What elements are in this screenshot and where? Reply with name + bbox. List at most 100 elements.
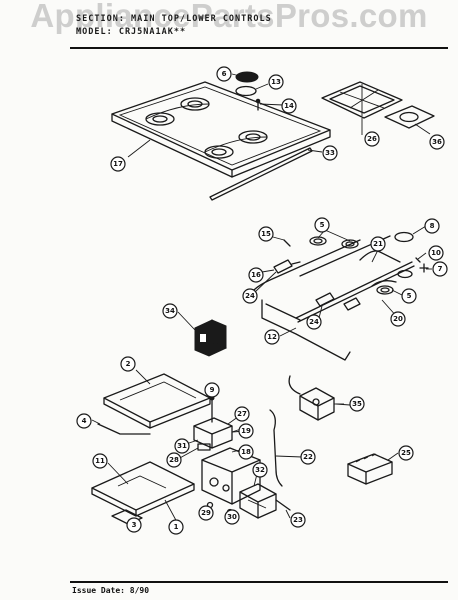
callout-label: 9 (210, 386, 215, 394)
lower-control-panel (103, 373, 211, 429)
callout-label: 6 (222, 70, 227, 78)
callout-label: 21 (373, 240, 383, 248)
callout-14: 14 (281, 98, 297, 114)
safety-valve (239, 483, 291, 519)
callout-33: 33 (322, 145, 338, 161)
callout-28: 28 (166, 452, 182, 468)
burner-grate (321, 81, 403, 119)
callout-label: 11 (95, 457, 105, 465)
callout-27: 27 (234, 406, 250, 422)
callout-13: 13 (268, 74, 284, 90)
callout-label: 33 (325, 149, 335, 157)
callout-label: 18 (241, 448, 251, 456)
watermark: AppliancePartsPros.com (30, 0, 428, 34)
callout-17: 17 (110, 156, 126, 172)
screw (255, 98, 261, 111)
callout-label: 2 (126, 360, 131, 368)
cooktop-main-top (111, 81, 331, 178)
orifice-fittings (273, 259, 361, 311)
terminal-block (347, 453, 393, 485)
callout-8: 8 (424, 218, 440, 234)
callout-label: 22 (303, 453, 313, 461)
callout-3: 3 (126, 517, 142, 533)
callout-label: 3 (132, 521, 137, 529)
callout-26: 26 (364, 131, 380, 147)
callout-label: 29 (201, 509, 211, 517)
callout-label: 15 (261, 230, 271, 238)
callout-label: 24 (245, 292, 255, 300)
bracket (97, 423, 151, 435)
callout-5: 5 (314, 217, 330, 233)
callout-label: 4 (82, 417, 87, 425)
header-rule (70, 47, 448, 49)
clock-timer (288, 375, 344, 421)
callout-24: 24 (242, 288, 258, 304)
callout-5: 5 (401, 288, 417, 304)
callout-9: 9 (204, 382, 220, 398)
callout-label: 10 (431, 249, 441, 257)
mounting-bracket (111, 509, 143, 525)
callout-label: 31 (177, 442, 187, 450)
gasket-ring (394, 231, 414, 243)
callout-label: 5 (320, 221, 325, 229)
callout-label: 28 (169, 456, 179, 464)
model-number: MODEL: CRJ5NA1AK** (76, 27, 187, 37)
gas-manifold-assembly (245, 235, 415, 361)
capillary-tube (269, 409, 283, 487)
callout-2: 2 (120, 356, 136, 372)
callout-16: 16 (248, 267, 264, 283)
callout-1: 1 (168, 519, 184, 535)
callout-label: 5 (407, 292, 412, 300)
callout-22: 22 (300, 449, 316, 465)
callout-label: 30 (227, 513, 237, 521)
burner-cap (235, 71, 259, 97)
callout-label: 17 (113, 160, 123, 168)
callout-label: 24 (309, 318, 319, 326)
callout-label: 25 (401, 449, 411, 457)
callout-label: 14 (284, 102, 294, 110)
callout-32: 32 (252, 462, 268, 478)
callout-7: 7 (432, 261, 448, 277)
callout-21: 21 (370, 236, 386, 252)
screw-10 (415, 257, 421, 263)
callout-label: 20 (393, 315, 403, 323)
callout-30: 30 (224, 509, 240, 525)
callout-34: 34 (162, 303, 178, 319)
callout-11: 11 (92, 453, 108, 469)
oven-valve-cluster (193, 417, 245, 451)
callout-20: 20 (390, 311, 406, 327)
callout-label: 36 (432, 138, 442, 146)
callout-24: 24 (306, 314, 322, 330)
callout-label: 16 (251, 271, 261, 279)
callout-label: 35 (352, 400, 362, 408)
callout-label: 27 (237, 410, 247, 418)
burner-pan (384, 105, 435, 129)
callout-label: 23 (293, 516, 303, 524)
callout-35: 35 (349, 396, 365, 412)
callout-label: 1 (174, 523, 179, 531)
callout-label: 13 (271, 78, 281, 86)
burner-valves (309, 236, 413, 295)
callout-15: 15 (258, 226, 274, 242)
section-title: SECTION: MAIN TOP/LOWER CONTROLS (76, 14, 272, 24)
callout-label: 7 (438, 265, 443, 273)
callout-4: 4 (76, 413, 92, 429)
callout-23: 23 (290, 512, 306, 528)
igniter-module (194, 319, 227, 357)
callout-25: 25 (398, 445, 414, 461)
callout-29: 29 (198, 505, 214, 521)
callout-label: 26 (367, 135, 377, 143)
callout-31: 31 (174, 438, 190, 454)
callout-12: 12 (264, 329, 280, 345)
footer-rule (70, 581, 448, 583)
lower-panel-plate (91, 461, 195, 517)
issue-date: Issue Date: 8/90 (72, 586, 150, 595)
callout-label: 32 (255, 466, 265, 474)
callout-18: 18 (238, 444, 254, 460)
callout-36: 36 (429, 134, 445, 150)
callout-label: 12 (267, 333, 277, 341)
callout-label: 19 (241, 427, 251, 435)
